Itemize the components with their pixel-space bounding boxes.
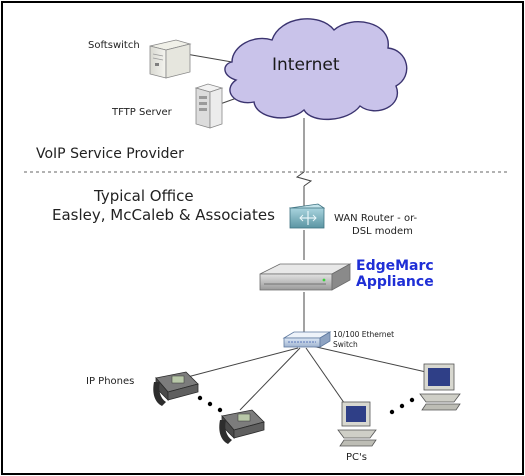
ellipsis-dots — [197, 395, 415, 415]
computer-icon — [337, 401, 377, 447]
edgemarc-label-line1: EdgeMarc — [356, 258, 434, 274]
switch-pc2-link — [311, 345, 427, 373]
ip-phones-label: IP Phones — [86, 376, 135, 387]
server-icon — [149, 39, 192, 79]
pcs-label: PC's — [346, 452, 367, 463]
switch-label-line2: Switch — [333, 340, 358, 349]
router-icon — [288, 203, 326, 229]
computer-icon — [419, 363, 461, 411]
wan-router-label-line1: WAN Router - or- — [334, 213, 418, 224]
softswitch-link — [185, 53, 233, 63]
switch-label-line1: 10/100 Ethernet — [333, 330, 395, 339]
cloud-icon — [224, 18, 408, 121]
office-title: Typical Office — [94, 187, 194, 205]
tftp-server-label: TFTP Server — [112, 107, 172, 118]
phone-icon — [219, 409, 265, 444]
internet-label: Internet — [272, 55, 340, 75]
provider-label: VoIP Service Provider — [36, 146, 184, 162]
wan-router-label-line2: DSL modem — [352, 226, 413, 237]
office-name: Easley, McCaleb & Associates — [52, 206, 275, 224]
phone-icon — [153, 371, 199, 406]
switch-icon — [282, 331, 332, 348]
switch-phone2-link — [239, 347, 301, 411]
softswitch-label: Softswitch — [88, 40, 140, 51]
server-icon — [194, 83, 224, 129]
edgemarc-label-line2: Appliance — [356, 274, 434, 290]
wan-lightning — [295, 171, 313, 187]
appliance-icon — [259, 263, 352, 291]
switch-phone1-link — [175, 347, 299, 381]
connection-lines — [175, 53, 427, 421]
